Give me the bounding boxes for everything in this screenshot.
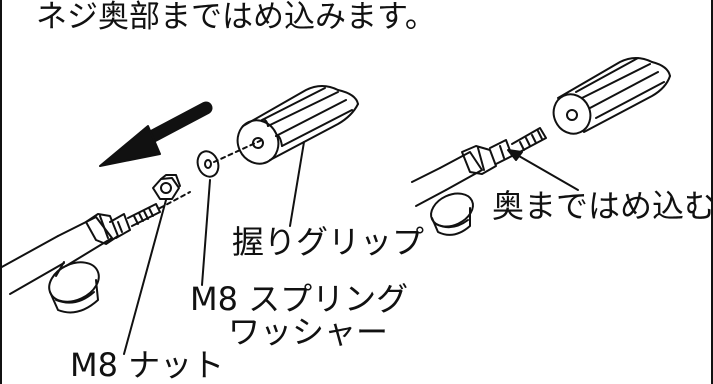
instruction-text: ネジ奥部まではめ込みます。: [36, 0, 436, 35]
label-insert-fully: 奥まではめ込む: [492, 187, 713, 225]
label-spring-washer-line2: ワッシャー: [228, 313, 389, 351]
leader-lines-left: [123, 141, 305, 355]
label-spring-washer-line1: M8 スプリング: [190, 280, 409, 318]
right-threaded-rod: [511, 127, 547, 155]
left-fitting-body: [85, 213, 131, 245]
right-hose-coupler: [430, 192, 474, 236]
right-fitting-body: [461, 139, 513, 175]
right-hose: [411, 151, 483, 207]
left-threaded-rod: [127, 191, 191, 227]
left-hose: [0, 216, 113, 295]
label-nut: M8 ナット: [70, 346, 225, 384]
left-hose-coupler: [48, 261, 100, 314]
insert-pointer: [507, 149, 579, 191]
m8-spring-washer: [196, 150, 220, 178]
m8-nut: [152, 174, 181, 200]
direction-arrow: [99, 101, 213, 167]
right-grip-handle: [552, 57, 671, 135]
label-grip: 握りグリップ: [232, 223, 425, 261]
grip-handle: [236, 85, 359, 165]
